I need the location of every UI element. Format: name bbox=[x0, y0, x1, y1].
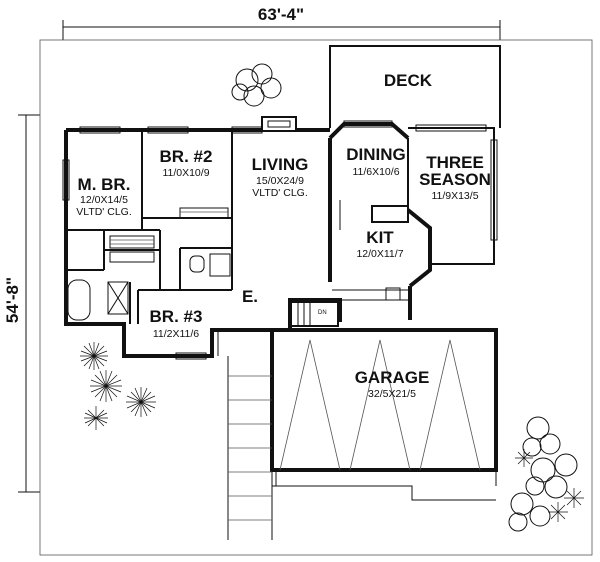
three-season-label-1: THREE bbox=[426, 153, 484, 172]
living-note: VLTD' CLG. bbox=[252, 187, 308, 199]
depth-dimension: 54'-8" bbox=[3, 277, 22, 323]
deck-label: DECK bbox=[384, 71, 433, 90]
deck: DECK bbox=[329, 45, 501, 128]
three-season-label-2: SEASON bbox=[419, 170, 491, 189]
master-bedroom-label: M. BR. bbox=[78, 175, 131, 194]
garage-size: 32/5X21/5 bbox=[368, 388, 416, 400]
garage bbox=[270, 328, 498, 501]
master-bedroom-note: VLTD' CLG. bbox=[76, 206, 132, 218]
living-size: 15/0X24/9 bbox=[256, 175, 304, 187]
stair-label: DN bbox=[318, 310, 327, 316]
kitchen-size: 12/0X11/7 bbox=[356, 248, 403, 260]
tree-icon bbox=[525, 453, 578, 499]
tree-icon bbox=[522, 416, 561, 457]
three-season-size: 11/9X13/5 bbox=[431, 190, 478, 202]
house-walls: DN bbox=[62, 116, 498, 360]
living-label: LIVING bbox=[252, 155, 309, 174]
width-dimension: 63'-4" bbox=[258, 5, 304, 24]
garage-label: GARAGE bbox=[355, 368, 430, 387]
bedroom-2-size: 11/0X10/9 bbox=[162, 167, 209, 179]
tree-icon bbox=[231, 63, 282, 107]
room-labels: M. BR. 12/0X14/5 VLTD' CLG. BR. #2 11/0X… bbox=[76, 145, 491, 400]
bedroom-3-size: 11/2X11/6 bbox=[153, 328, 199, 340]
overall-dimensions: 63'-4" 54'-8" bbox=[3, 5, 501, 493]
tree-icon bbox=[508, 492, 551, 532]
lot-outline bbox=[39, 39, 593, 556]
entry-label: E. bbox=[242, 287, 258, 306]
master-bedroom-size: 12/0X14/5 bbox=[80, 194, 128, 206]
shrub-icon bbox=[80, 342, 584, 522]
windows bbox=[62, 120, 498, 360]
walkway bbox=[217, 332, 273, 540]
kitchen-label: KIT bbox=[366, 228, 394, 247]
dining-label: DINING bbox=[346, 145, 406, 164]
bedroom-3-label: BR. #3 bbox=[150, 307, 203, 326]
bedroom-2-label: BR. #2 bbox=[160, 147, 213, 166]
dining-size: 11/6X10/6 bbox=[352, 166, 399, 178]
